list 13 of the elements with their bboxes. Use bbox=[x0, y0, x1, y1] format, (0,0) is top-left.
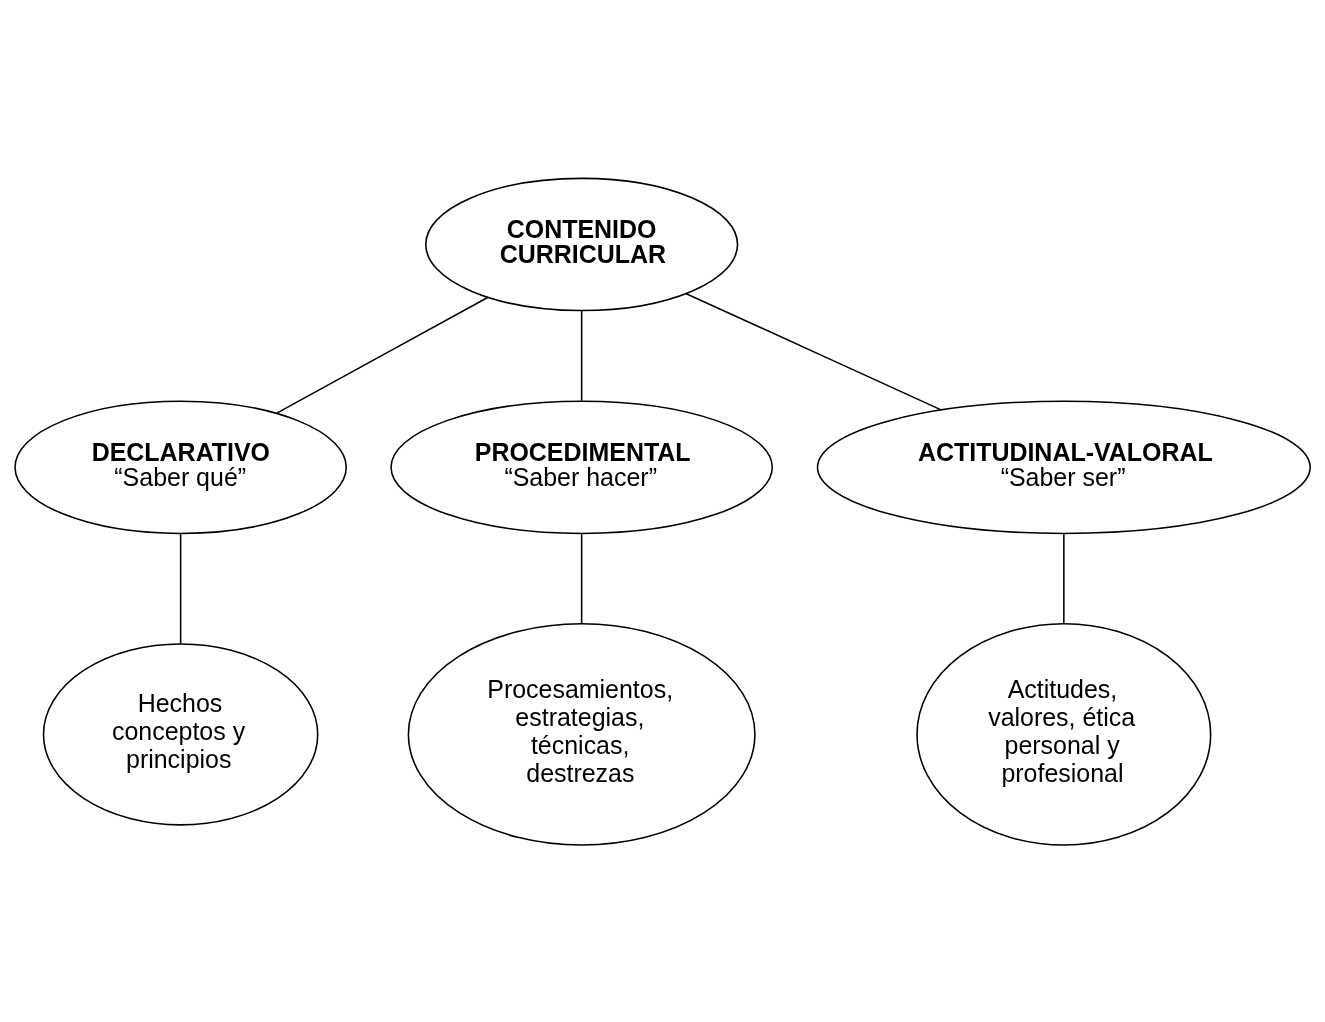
node-ellipse: Procesamientos, estrategias, técnicas, destrezas bbox=[407, 622, 756, 846]
node-ellipse: Actitudes, valores, ética personal y profesional bbox=[916, 622, 1212, 846]
connector bbox=[580, 309, 583, 402]
node-ellipse: ACTITUDINAL-VALORAL “Saber ser” bbox=[816, 400, 1311, 534]
connector bbox=[580, 532, 583, 624]
node-ellipse: DECLARATIVO “Saber qué” bbox=[14, 400, 347, 534]
connector bbox=[1063, 532, 1065, 624]
connector bbox=[276, 296, 489, 414]
node-ellipse: CONTENIDO CURRICULAR bbox=[425, 177, 739, 311]
connector bbox=[179, 532, 182, 644]
node-ellipse: PROCEDIMENTAL “Saber hacer” bbox=[390, 400, 774, 534]
connector bbox=[685, 292, 942, 411]
node-ellipse: Hechos conceptos y principios bbox=[42, 642, 319, 826]
